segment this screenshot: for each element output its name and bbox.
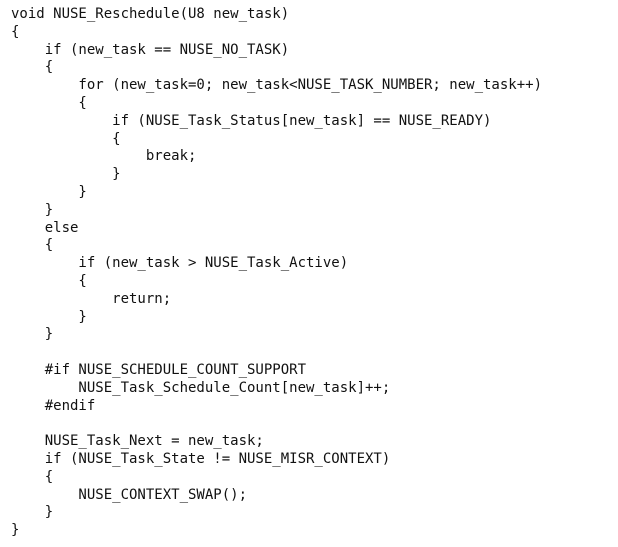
code-line-29: } xyxy=(11,504,54,521)
code-line-27: { xyxy=(11,468,54,485)
code-line-7: if (NUSE_Task_Status[new_task] == NUSE_R… xyxy=(11,112,492,129)
code-line-12: } xyxy=(11,201,54,218)
code-line-30: } xyxy=(11,522,20,539)
code-line-1: void NUSE_Reschedule(U8 new_task) xyxy=(11,6,290,22)
code-line-14: { xyxy=(11,237,54,254)
code-line-15: if (new_task > NUSE_Task_Active) xyxy=(11,255,349,272)
code-block: void NUSE_Reschedule(U8 new_task){ if (n… xyxy=(11,6,618,540)
code-line-9: break; xyxy=(11,148,197,165)
code-line-4: { xyxy=(11,59,54,76)
code-line-6: { xyxy=(11,94,87,111)
code-line-13: else xyxy=(11,219,79,236)
code-line-5: for (new_task=0; new_task<NUSE_TASK_NUMB… xyxy=(11,77,543,94)
code-line-10: } xyxy=(11,166,121,183)
code-line-21: #if NUSE_SCHEDULE_COUNT_SUPPORT xyxy=(11,361,307,378)
code-line-22: NUSE_Task_Schedule_Count[new_task]++; xyxy=(11,379,391,396)
code-line-23: #endif xyxy=(11,397,96,414)
code-line-2: { xyxy=(11,23,20,40)
code-line-8: { xyxy=(11,130,121,147)
code-line-3: if (new_task == NUSE_NO_TASK) xyxy=(11,41,290,58)
code-line-25: NUSE_Task_Next = new_task; xyxy=(11,433,264,450)
code-line-28: NUSE_CONTEXT_SWAP(); xyxy=(11,486,248,503)
code-line-20 xyxy=(11,344,618,362)
code-line-24 xyxy=(11,415,618,433)
code-line-26: if (NUSE_Task_State != NUSE_MISR_CONTEXT… xyxy=(11,450,391,467)
code-line-11: } xyxy=(11,183,87,200)
code-line-18: } xyxy=(11,308,87,325)
code-line-19: } xyxy=(11,326,54,343)
code-line-17: return; xyxy=(11,290,172,307)
code-line-16: { xyxy=(11,272,87,289)
